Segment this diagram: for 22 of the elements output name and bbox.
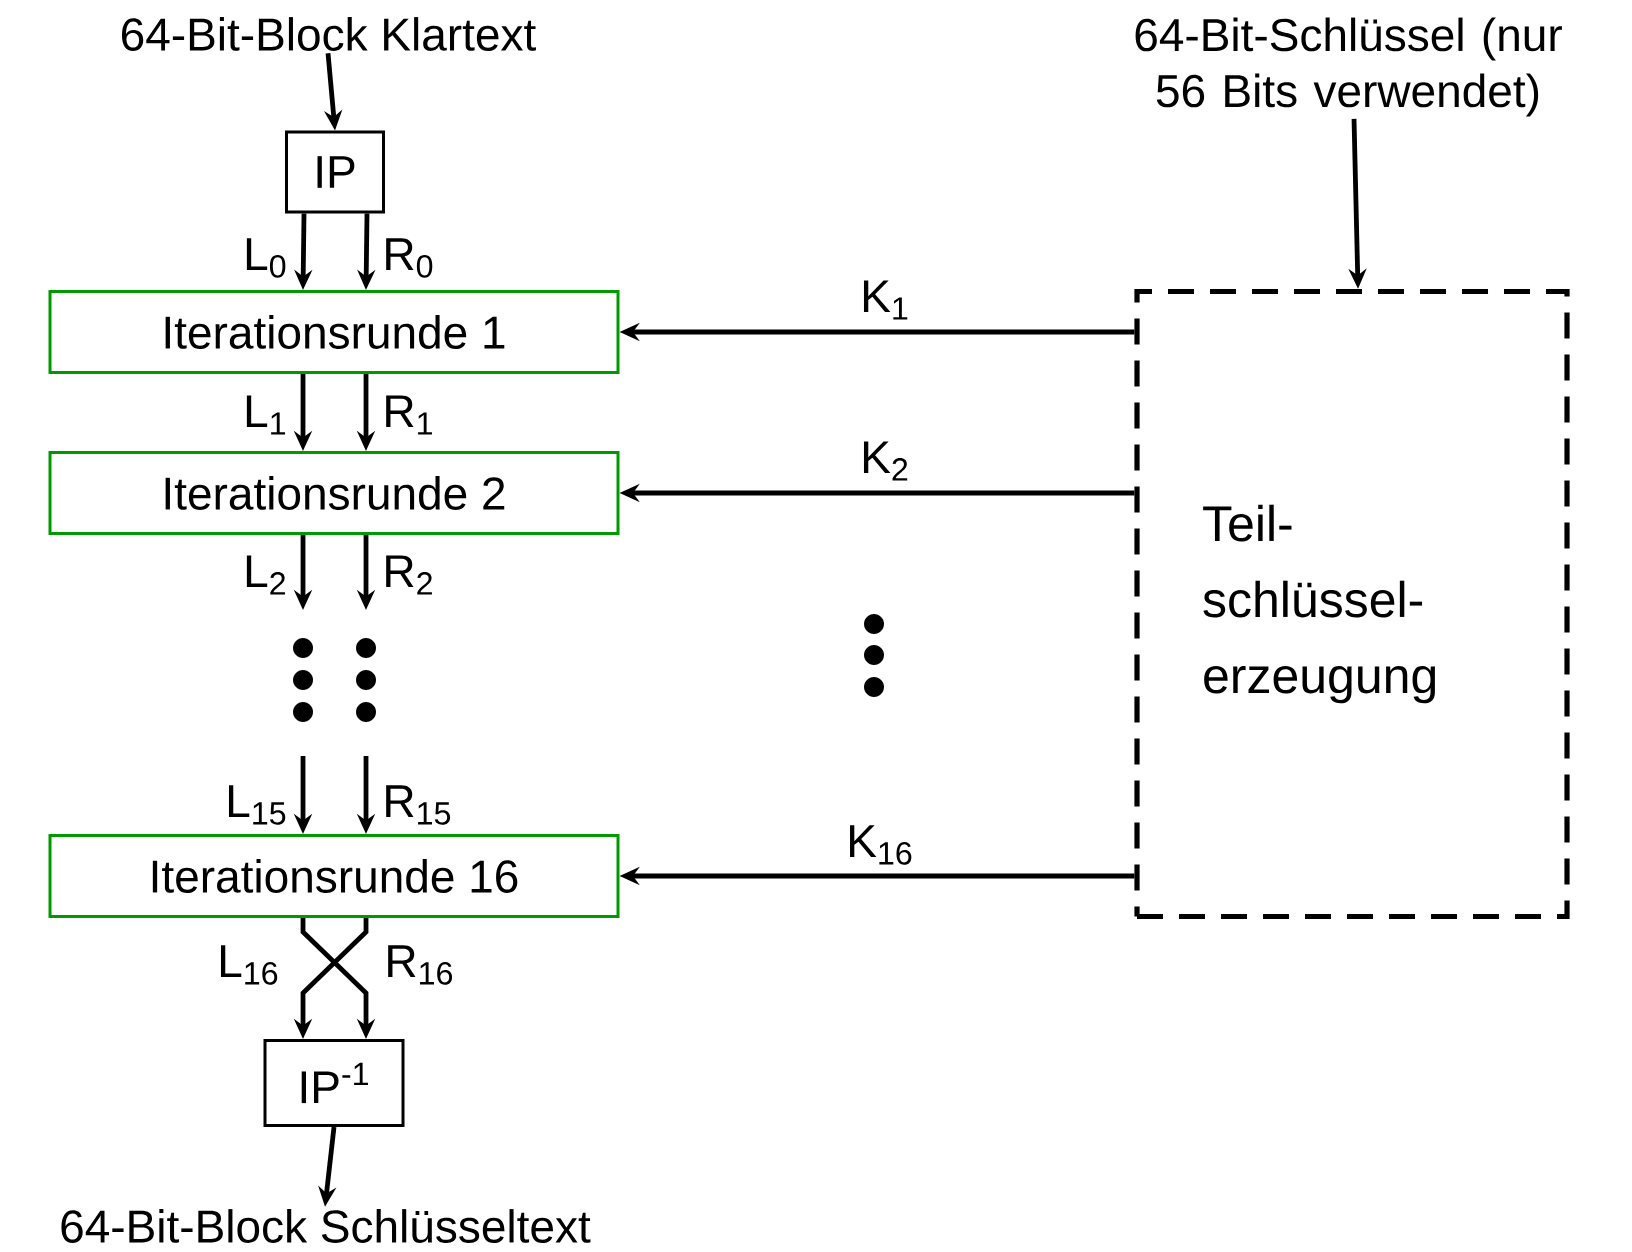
round-box: Iterationsrunde 16 (48, 834, 620, 918)
edge-label: L$_{16}$ (221, 945, 278, 985)
edge-label: R$_{16}$ (388, 945, 453, 985)
edge-label: L$_{1}$ (246, 395, 286, 435)
edge-label: K$_{16}$ (850, 825, 912, 865)
edge-label: K$_{2}$ (864, 441, 908, 481)
key-schedule-box: Teil- schlüssel- erzeugung (1134, 288, 1570, 920)
round-box: Iterationsrunde 2 (48, 451, 620, 535)
input-label: 64-Bit-Block Klartext (122, 17, 536, 51)
edge-label: R$_{0}$ (386, 238, 433, 278)
permutation-box: IP (285, 130, 385, 214)
permutation-box: IP$^{-1}$ (263, 1039, 405, 1127)
key-label: 64-Bit-Schlüssel (nur 56 Bits verwendet) (1135, 17, 1562, 117)
edge-label: K$_{1}$ (864, 280, 908, 320)
edge-label: R$_{15}$ (386, 785, 451, 825)
edge-label: R$_{2}$ (386, 555, 432, 595)
edge-label: R$_{1}$ (386, 395, 432, 435)
output-label: 64-Bit-Block Schlüsseltext (61, 1209, 591, 1243)
edge-label: L$_{0}$ (246, 238, 286, 278)
edge-label: L$_{15}$ (228, 785, 286, 825)
edge-label: L$_{2}$ (246, 555, 285, 595)
round-box: Iterationsrunde 1 (48, 290, 620, 374)
